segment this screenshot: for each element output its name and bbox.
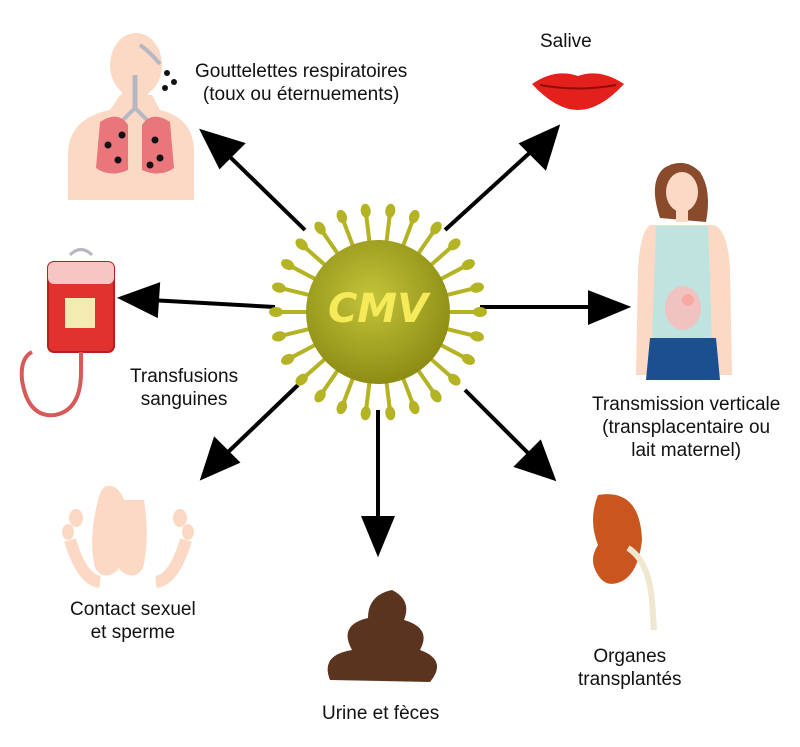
virus-spike bbox=[341, 374, 356, 405]
virus-spike bbox=[364, 214, 372, 245]
virus-spike-tip bbox=[408, 209, 420, 224]
label-vertical-line1: Transmission verticale bbox=[592, 394, 781, 415]
virus-spike bbox=[364, 379, 372, 410]
label-sexual-line2: et sperme bbox=[90, 622, 176, 643]
arrow-to-vertical bbox=[480, 290, 632, 325]
label-saliva: Salive bbox=[540, 30, 592, 53]
virus-spike bbox=[303, 245, 329, 269]
virus-spike-tip bbox=[281, 353, 295, 365]
virus-spike bbox=[443, 286, 474, 298]
label-droplets-line1: Gouttelettes respiratoires bbox=[195, 61, 408, 82]
arrow-to-organs bbox=[463, 388, 557, 482]
virus-spike-tip bbox=[360, 203, 371, 218]
arrow-to-droplets bbox=[199, 128, 307, 232]
virus-spike bbox=[282, 326, 313, 338]
label-transfusion-line1: Transfusions bbox=[130, 366, 239, 387]
blood-bag-icon bbox=[19, 248, 115, 418]
arrow-to-transfusion bbox=[116, 282, 276, 319]
arrow-to-sexual bbox=[199, 383, 300, 481]
lips-icon bbox=[532, 73, 624, 110]
label-droplets: Gouttelettes respiratoires (toux ou éter… bbox=[195, 60, 407, 106]
virus-spike-tip bbox=[314, 221, 326, 235]
virus-spike-tip bbox=[385, 203, 396, 218]
virus-spike-tip bbox=[272, 331, 286, 342]
virus-spike-tip bbox=[360, 406, 371, 421]
label-vertical: Transmission verticale (transplacentaire… bbox=[592, 393, 780, 462]
virus-spike bbox=[443, 326, 474, 338]
virus-spike bbox=[400, 219, 415, 250]
virus-spike-tip bbox=[272, 282, 286, 293]
virus-spike bbox=[384, 214, 392, 245]
virus-icon bbox=[269, 203, 487, 421]
virus-spike-tip bbox=[473, 307, 487, 317]
virus-spike-tip bbox=[281, 259, 295, 271]
virus-spike bbox=[400, 374, 415, 405]
label-sexual-line1: Contact sexuel bbox=[70, 599, 196, 620]
pregnant-woman-icon bbox=[636, 162, 732, 380]
virus-spike bbox=[427, 245, 453, 269]
virus-spike-tip bbox=[314, 389, 326, 403]
virus-spike-tip bbox=[385, 406, 396, 421]
virus-spike bbox=[384, 379, 392, 410]
label-organs-line2: transplantés bbox=[578, 669, 682, 690]
virus-spike-tip bbox=[448, 373, 461, 386]
label-saliva-line1: Salive bbox=[540, 31, 592, 52]
label-transfusion: Transfusions sanguines bbox=[130, 365, 238, 411]
virus-spike bbox=[320, 230, 342, 258]
virus-spike-tip bbox=[470, 282, 484, 293]
virus-spike-tip bbox=[336, 400, 348, 415]
virus-spike bbox=[320, 366, 342, 394]
label-transfusion-line2: sanguines bbox=[140, 389, 228, 410]
virus-spike-tip bbox=[461, 353, 475, 365]
virus-spike-tip bbox=[448, 238, 461, 251]
virus-spike bbox=[290, 341, 319, 360]
arrow-to-saliva bbox=[443, 124, 561, 232]
virus-body bbox=[306, 240, 450, 384]
virus-spike-tip bbox=[295, 373, 308, 386]
virus-spike bbox=[303, 355, 329, 379]
virus-spike bbox=[341, 219, 356, 250]
virus-label: CMV bbox=[328, 286, 431, 332]
label-urine-line1: Urine et fèces bbox=[322, 703, 440, 724]
virus-spike-tip bbox=[461, 259, 475, 271]
label-vertical-line2: (transplacentaire ou bbox=[602, 417, 771, 438]
label-organs: Organes transplantés bbox=[578, 645, 682, 691]
human-torso-lungs-icon bbox=[68, 33, 194, 200]
virus-spike-tip bbox=[295, 238, 308, 251]
feet-icon bbox=[62, 485, 194, 588]
virus-spike bbox=[414, 366, 436, 394]
label-organs-line1: Organes bbox=[593, 646, 667, 667]
stool-icon bbox=[327, 590, 438, 682]
virus-spike bbox=[437, 264, 466, 283]
arrows-group bbox=[116, 124, 632, 558]
virus-spike bbox=[427, 355, 453, 379]
label-vertical-line3: lait maternel) bbox=[631, 440, 742, 461]
label-urine: Urine et fèces bbox=[322, 702, 439, 725]
kidney-icon bbox=[593, 494, 657, 631]
virus-spike-tip bbox=[408, 400, 420, 415]
label-sexual: Contact sexuel et sperme bbox=[70, 598, 196, 644]
arrow-to-urine bbox=[361, 410, 395, 558]
virus-spike-tip bbox=[470, 331, 484, 342]
virus-spike bbox=[414, 230, 436, 258]
virus-spike bbox=[437, 341, 466, 360]
virus-spike-tip bbox=[430, 389, 442, 403]
virus-spike-tip bbox=[336, 209, 348, 224]
virus-spike bbox=[282, 286, 313, 298]
label-droplets-line2: (toux ou éternuements) bbox=[202, 84, 400, 105]
virus-spike-tip bbox=[430, 221, 442, 235]
virus-spike bbox=[290, 264, 319, 283]
virus-spike-tip bbox=[269, 307, 283, 317]
